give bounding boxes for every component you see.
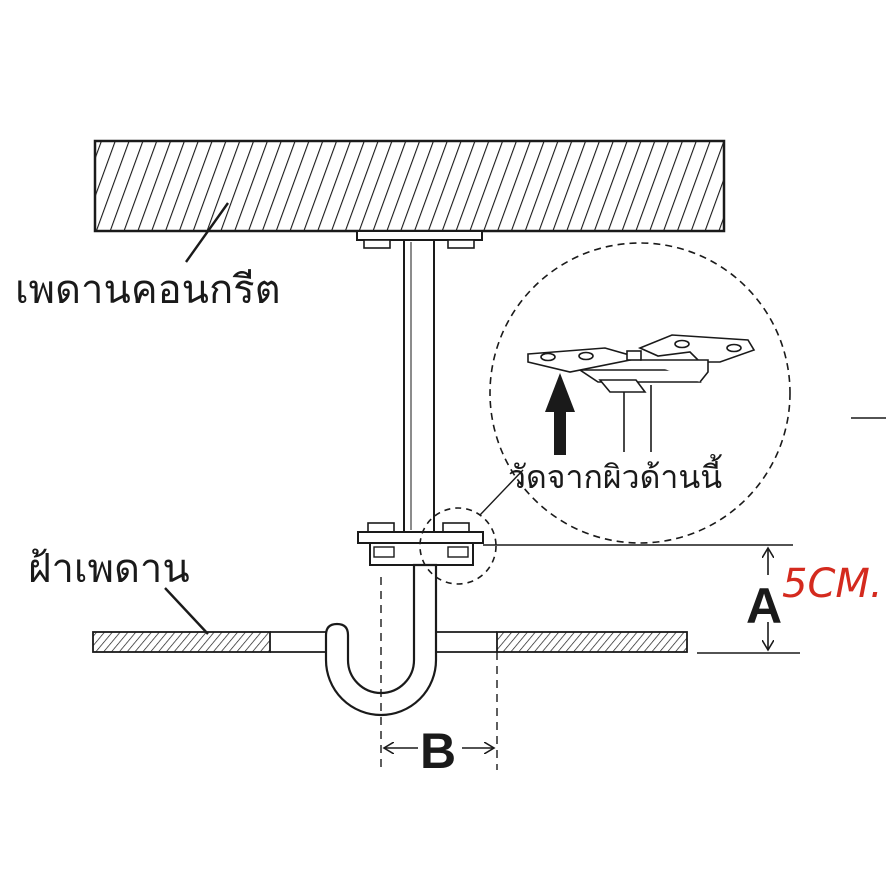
dimension-a-label: A [746,578,782,634]
magnified-detail-circle [489,242,791,544]
dimension-b-label: B [420,723,456,779]
ceiling-board-label: ฝ้าเพดาน [28,546,190,592]
hanger-rod [403,239,435,533]
top-mount-plate [356,230,483,249]
detail-callout-circle [419,507,497,585]
measure-note-label: วัดจากผิวด้านนี้ [508,454,723,496]
magnified-bracket [527,334,756,452]
concrete-ceiling-label: เพดานคอนกรีต [15,267,281,313]
j-hook [324,563,438,717]
concrete-ceiling-slab [93,139,726,233]
board-leader-line [164,587,209,635]
measure-direction-arrow [545,373,575,455]
concrete-leader-line [185,202,229,263]
detail-callout-leader [479,469,524,516]
ceiling-board [92,631,688,653]
dimension-a-value: 5CM. [782,561,883,607]
dimension-a [483,544,800,654]
dimension-b [380,577,498,770]
